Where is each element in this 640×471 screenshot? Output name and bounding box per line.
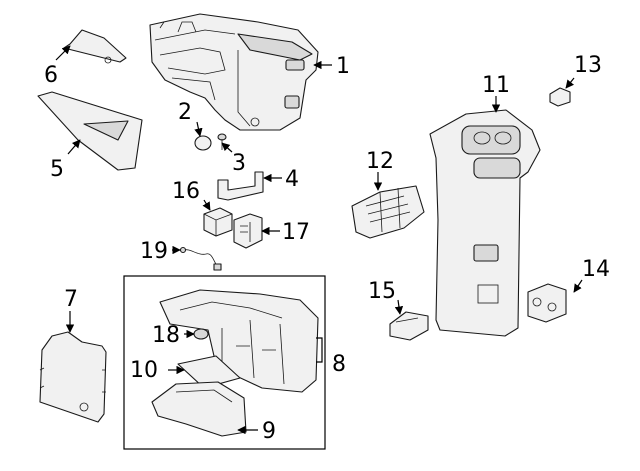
callout-11: 11 <box>482 73 510 98</box>
part-11-console-panel <box>429 109 541 337</box>
callout-13: 13 <box>574 53 602 78</box>
part-2-plug <box>194 135 212 151</box>
part-18-clip <box>193 328 209 340</box>
part-14-connector <box>527 283 567 323</box>
callout-19: 19 <box>140 239 168 264</box>
part-7-front-panel <box>39 331 107 423</box>
leader-8 <box>316 337 323 363</box>
callout-12: 12 <box>366 149 394 174</box>
callout-6: 6 <box>44 63 58 88</box>
callout-17: 17 <box>282 220 310 245</box>
callout-9: 9 <box>262 419 276 444</box>
part-13-switch <box>549 87 571 107</box>
part-16-module <box>203 207 233 237</box>
leader-6 <box>55 45 71 61</box>
leader-lines <box>55 45 583 435</box>
group-frame-8 <box>123 275 326 450</box>
part-15-switch-block <box>389 311 429 341</box>
part-17-switch-housing <box>233 213 263 249</box>
callout-labels: 1 2 3 4 5 6 7 8 9 10 11 12 13 14 15 16 1… <box>44 53 610 444</box>
part-9-storage-bin <box>151 381 247 437</box>
callout-4: 4 <box>285 167 299 192</box>
leader-2 <box>194 121 203 137</box>
part-12-bracket-assembly <box>351 185 425 239</box>
part-1-console-assembly <box>149 13 319 131</box>
callout-18: 18 <box>152 323 180 348</box>
leader-13 <box>565 77 575 89</box>
leader-16 <box>202 199 211 211</box>
leader-3 <box>221 142 233 153</box>
callout-14: 14 <box>582 257 610 282</box>
part-6-trim-piece <box>63 29 127 64</box>
callout-7: 7 <box>64 287 78 312</box>
leader-14 <box>573 279 583 293</box>
callout-2: 2 <box>178 100 192 125</box>
part-4-bracket <box>217 171 264 201</box>
part-8-base-frame <box>159 289 319 393</box>
callout-16: 16 <box>172 179 200 204</box>
part-3-screw <box>217 133 227 150</box>
callout-10: 10 <box>130 358 158 383</box>
callout-8: 8 <box>332 352 346 377</box>
callout-5: 5 <box>50 157 64 182</box>
part-10-tray-liner <box>177 355 241 389</box>
callout-15: 15 <box>368 279 396 304</box>
callout-3: 3 <box>232 151 246 176</box>
callout-1: 1 <box>336 54 350 79</box>
part-19-harness <box>179 246 222 271</box>
leader-15 <box>394 299 404 315</box>
leader-5 <box>67 139 81 155</box>
